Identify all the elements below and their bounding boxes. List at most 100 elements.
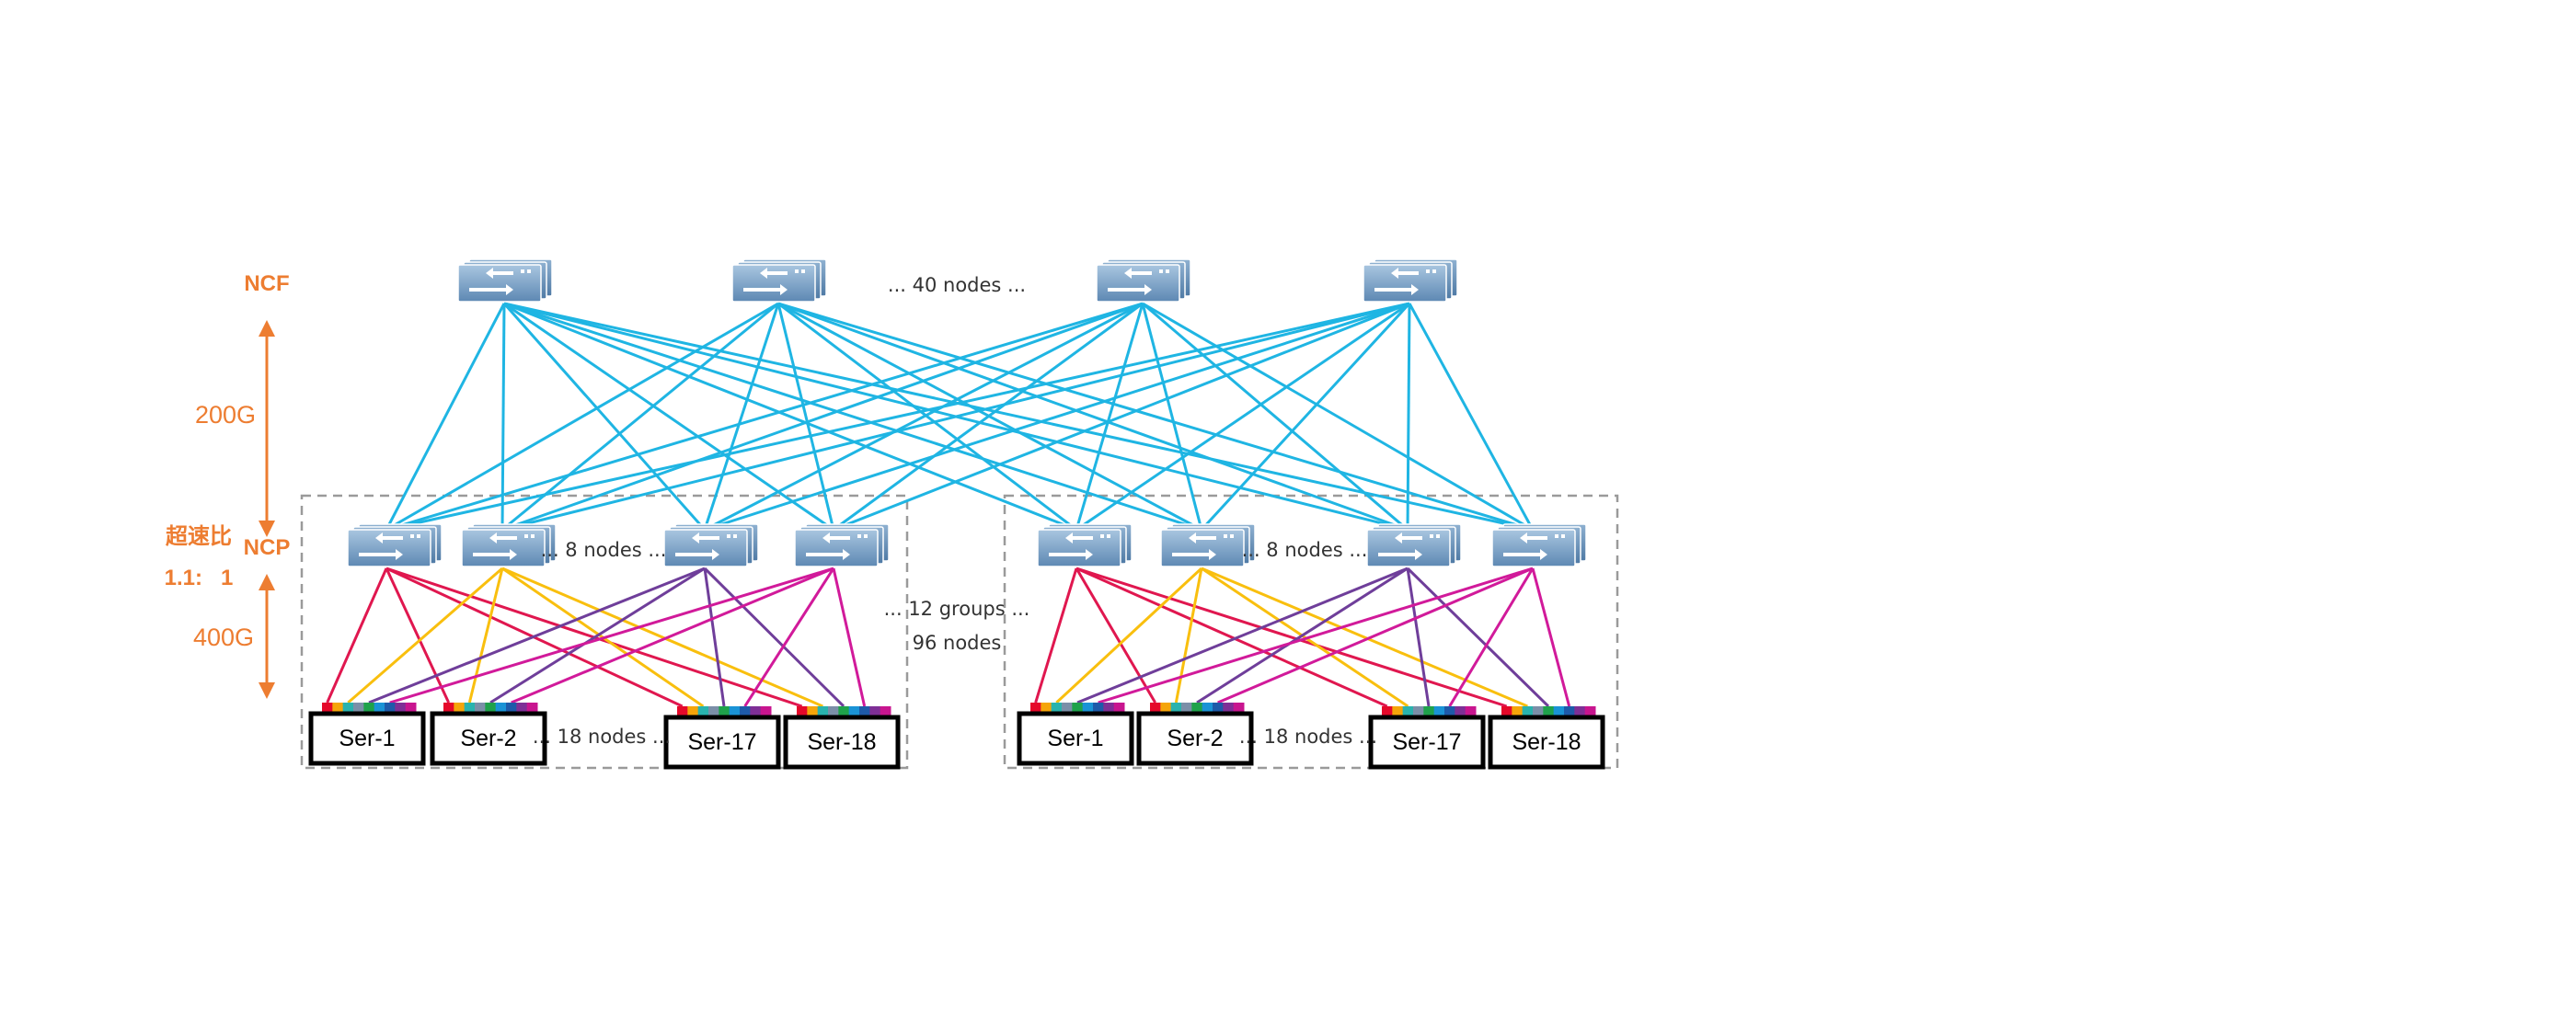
server-port [342, 703, 354, 715]
leaf-link [1406, 567, 1431, 707]
server-port [395, 703, 407, 715]
server-port [708, 706, 719, 719]
server-box[interactable]: Ser-18 [1488, 715, 1605, 770]
leaf-link [1174, 567, 1203, 704]
leaf-link [1075, 567, 1156, 704]
switch-stack-icon [1491, 523, 1587, 567]
ncf-node-count: ... 40 nodes ... [888, 274, 1026, 296]
ncf-switch-3[interactable] [1096, 258, 1191, 303]
server-port [332, 703, 344, 715]
leaf-link [703, 567, 726, 707]
server-box[interactable]: Ser-1 [308, 711, 426, 766]
server-port [1501, 706, 1512, 719]
switch-stack-icon [663, 523, 759, 567]
server-port [1181, 703, 1192, 715]
spine-link [1408, 303, 1535, 531]
spine-link [1075, 302, 1410, 532]
server-port [760, 706, 772, 719]
leaf-bandwidth-label: 400G [193, 624, 254, 651]
server-box[interactable]: Ser-17 [663, 715, 781, 770]
ncf-switch-4[interactable] [1363, 258, 1458, 303]
server-label: Ser-1 [1047, 726, 1103, 751]
server-label: Ser-1 [339, 726, 395, 751]
server-port [1564, 706, 1575, 719]
server-port [869, 706, 881, 719]
server-port [1062, 703, 1073, 715]
server-port [1584, 706, 1596, 719]
leaf-link [347, 566, 503, 704]
spine-link [1141, 303, 1203, 531]
ncp-switch-4[interactable] [794, 523, 890, 567]
leaf-link [1075, 566, 1388, 708]
server-port [1051, 703, 1063, 715]
spine-link [833, 302, 1144, 532]
server-port [807, 706, 819, 719]
leaf-link [489, 566, 706, 704]
server-port [1553, 706, 1565, 719]
spine-link [385, 302, 1144, 532]
server-port [1543, 706, 1555, 719]
leaf-link [1448, 567, 1535, 707]
leaf-link [703, 566, 845, 708]
spine-link [1075, 303, 1144, 531]
switch-stack-icon [1096, 258, 1191, 303]
server-box[interactable]: Ser-2 [430, 711, 547, 766]
leaf-link [385, 567, 451, 704]
server-node-count: ... 18 nodes ... [533, 726, 671, 748]
server-port [1465, 706, 1477, 719]
server-port [495, 703, 507, 715]
ncp-switch-5[interactable] [1037, 523, 1133, 567]
server-port [817, 706, 829, 719]
server-port [1030, 703, 1041, 715]
switch-stack-icon [794, 523, 890, 567]
server-port [848, 706, 860, 719]
server-box[interactable]: Ser-1 [1017, 711, 1134, 766]
spine-link [777, 302, 1077, 532]
ncf-switch-1[interactable] [457, 258, 553, 303]
server-port [385, 703, 396, 715]
switch-stack-icon [457, 258, 553, 303]
server-port [1574, 706, 1586, 719]
server-port [880, 706, 891, 719]
ncp-node-count: ... 8 nodes ... [1242, 539, 1368, 561]
leaf-link [1406, 566, 1550, 708]
server-port [475, 703, 486, 715]
server-port [1455, 706, 1466, 719]
server-port [454, 703, 466, 715]
ncp-switch-3[interactable] [663, 523, 759, 567]
server-port [363, 703, 375, 715]
spine-link [704, 302, 1144, 532]
leaf-link [743, 567, 835, 707]
server-port [859, 706, 870, 719]
ncf-switch-2[interactable] [731, 258, 827, 303]
ncp-switch-1[interactable] [347, 523, 443, 567]
ncp-switch-7[interactable] [1366, 523, 1462, 567]
server-port [697, 706, 709, 719]
server-label: Ser-17 [1392, 729, 1461, 755]
server-port [1202, 703, 1213, 715]
switch-stack-icon [1366, 523, 1462, 567]
ncp-layer-label: NCP [244, 535, 291, 560]
spine-link [501, 302, 1410, 532]
leaf-link [467, 567, 504, 704]
server-box[interactable]: Ser-2 [1136, 711, 1254, 766]
server-box[interactable]: Ser-18 [783, 715, 901, 770]
leaf-link [832, 567, 867, 707]
leaf-links [326, 566, 1571, 708]
server-port-strips [322, 703, 1596, 719]
group-node-count: 96 nodes [913, 632, 1002, 654]
ncp-switch-8[interactable] [1491, 523, 1587, 567]
server-port [1433, 706, 1445, 719]
double-arrow-up-down-icon [259, 320, 275, 537]
server-port [687, 706, 699, 719]
server-port [516, 703, 528, 715]
spine-link [1406, 303, 1411, 531]
server-box[interactable]: Ser-17 [1368, 715, 1486, 770]
server-port [1392, 706, 1404, 719]
leaf-link [389, 566, 834, 704]
server-port [750, 706, 762, 719]
server-port [374, 703, 385, 715]
server-port [1512, 706, 1524, 719]
server-port [1160, 703, 1172, 715]
